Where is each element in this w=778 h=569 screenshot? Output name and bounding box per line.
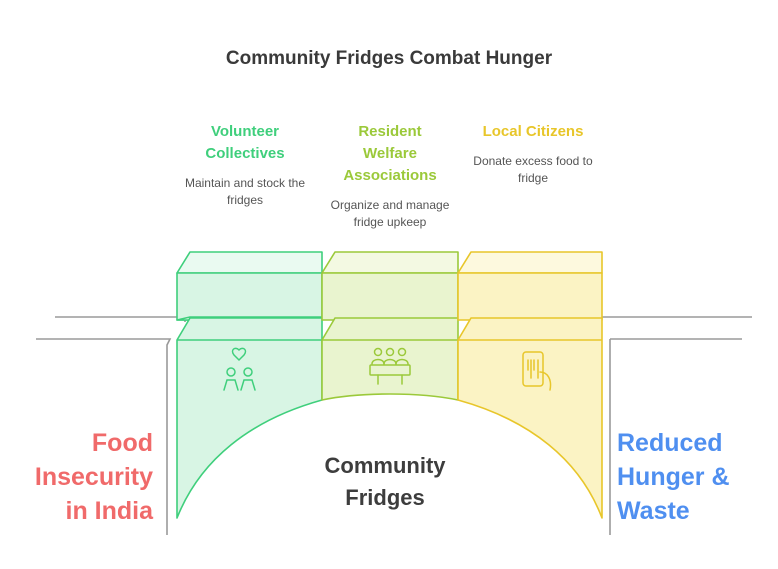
description-line: Organize and manage (330, 198, 450, 212)
pillar-volunteer-description: Maintain and stock the fridges (165, 175, 325, 209)
heading-line: Local Citizens (482, 123, 584, 140)
description-line: Maintain and stock the (184, 176, 306, 190)
pillar-citizens-heading: Local Citizens (458, 121, 608, 143)
bridge-label: Community Fridges (300, 450, 470, 514)
description-line: Donate excess food to (473, 154, 593, 168)
description-line: fridge (517, 171, 549, 185)
bridge-label-line: Fridges (345, 485, 425, 510)
pillar-citizens (457, 251, 603, 519)
problem-label: Food Insecurity in India (20, 426, 153, 528)
volunteers-heart-icon (223, 347, 256, 391)
problem-label-line: in India (65, 497, 154, 525)
outcome-label: Reduced Hunger & Waste (617, 426, 767, 528)
heading-line: Associations (343, 167, 437, 184)
meeting-group-icon (369, 347, 411, 385)
pillar-resident-heading: Resident Welfare Associations (315, 121, 465, 187)
outcome-label-line: Waste (617, 497, 690, 525)
description-line: fridge upkeep (353, 215, 427, 229)
heading-line: Volunteer (210, 123, 280, 140)
problem-label-line: Insecurity (34, 463, 153, 491)
problem-label-line: Food (91, 429, 153, 457)
heading-line: Welfare (363, 145, 417, 162)
pillar-resident (321, 251, 459, 401)
pillar-volunteer-heading: Volunteer Collectives (170, 121, 320, 165)
heading-line: Resident (358, 123, 422, 140)
pillar-citizens-description: Donate excess food to fridge (453, 153, 613, 187)
outcome-label-line: Reduced (617, 429, 723, 457)
description-line: fridges (226, 193, 264, 207)
pillar-resident-description: Organize and manage fridge upkeep (310, 197, 470, 231)
right-cliff (600, 316, 752, 535)
bridge-label-line: Community (324, 453, 446, 478)
outcome-label-line: Hunger & (617, 463, 730, 491)
page-title: Community Fridges Combat Hunger (225, 48, 553, 69)
heading-line: Collectives (205, 145, 285, 162)
food-app-icon (522, 351, 552, 391)
